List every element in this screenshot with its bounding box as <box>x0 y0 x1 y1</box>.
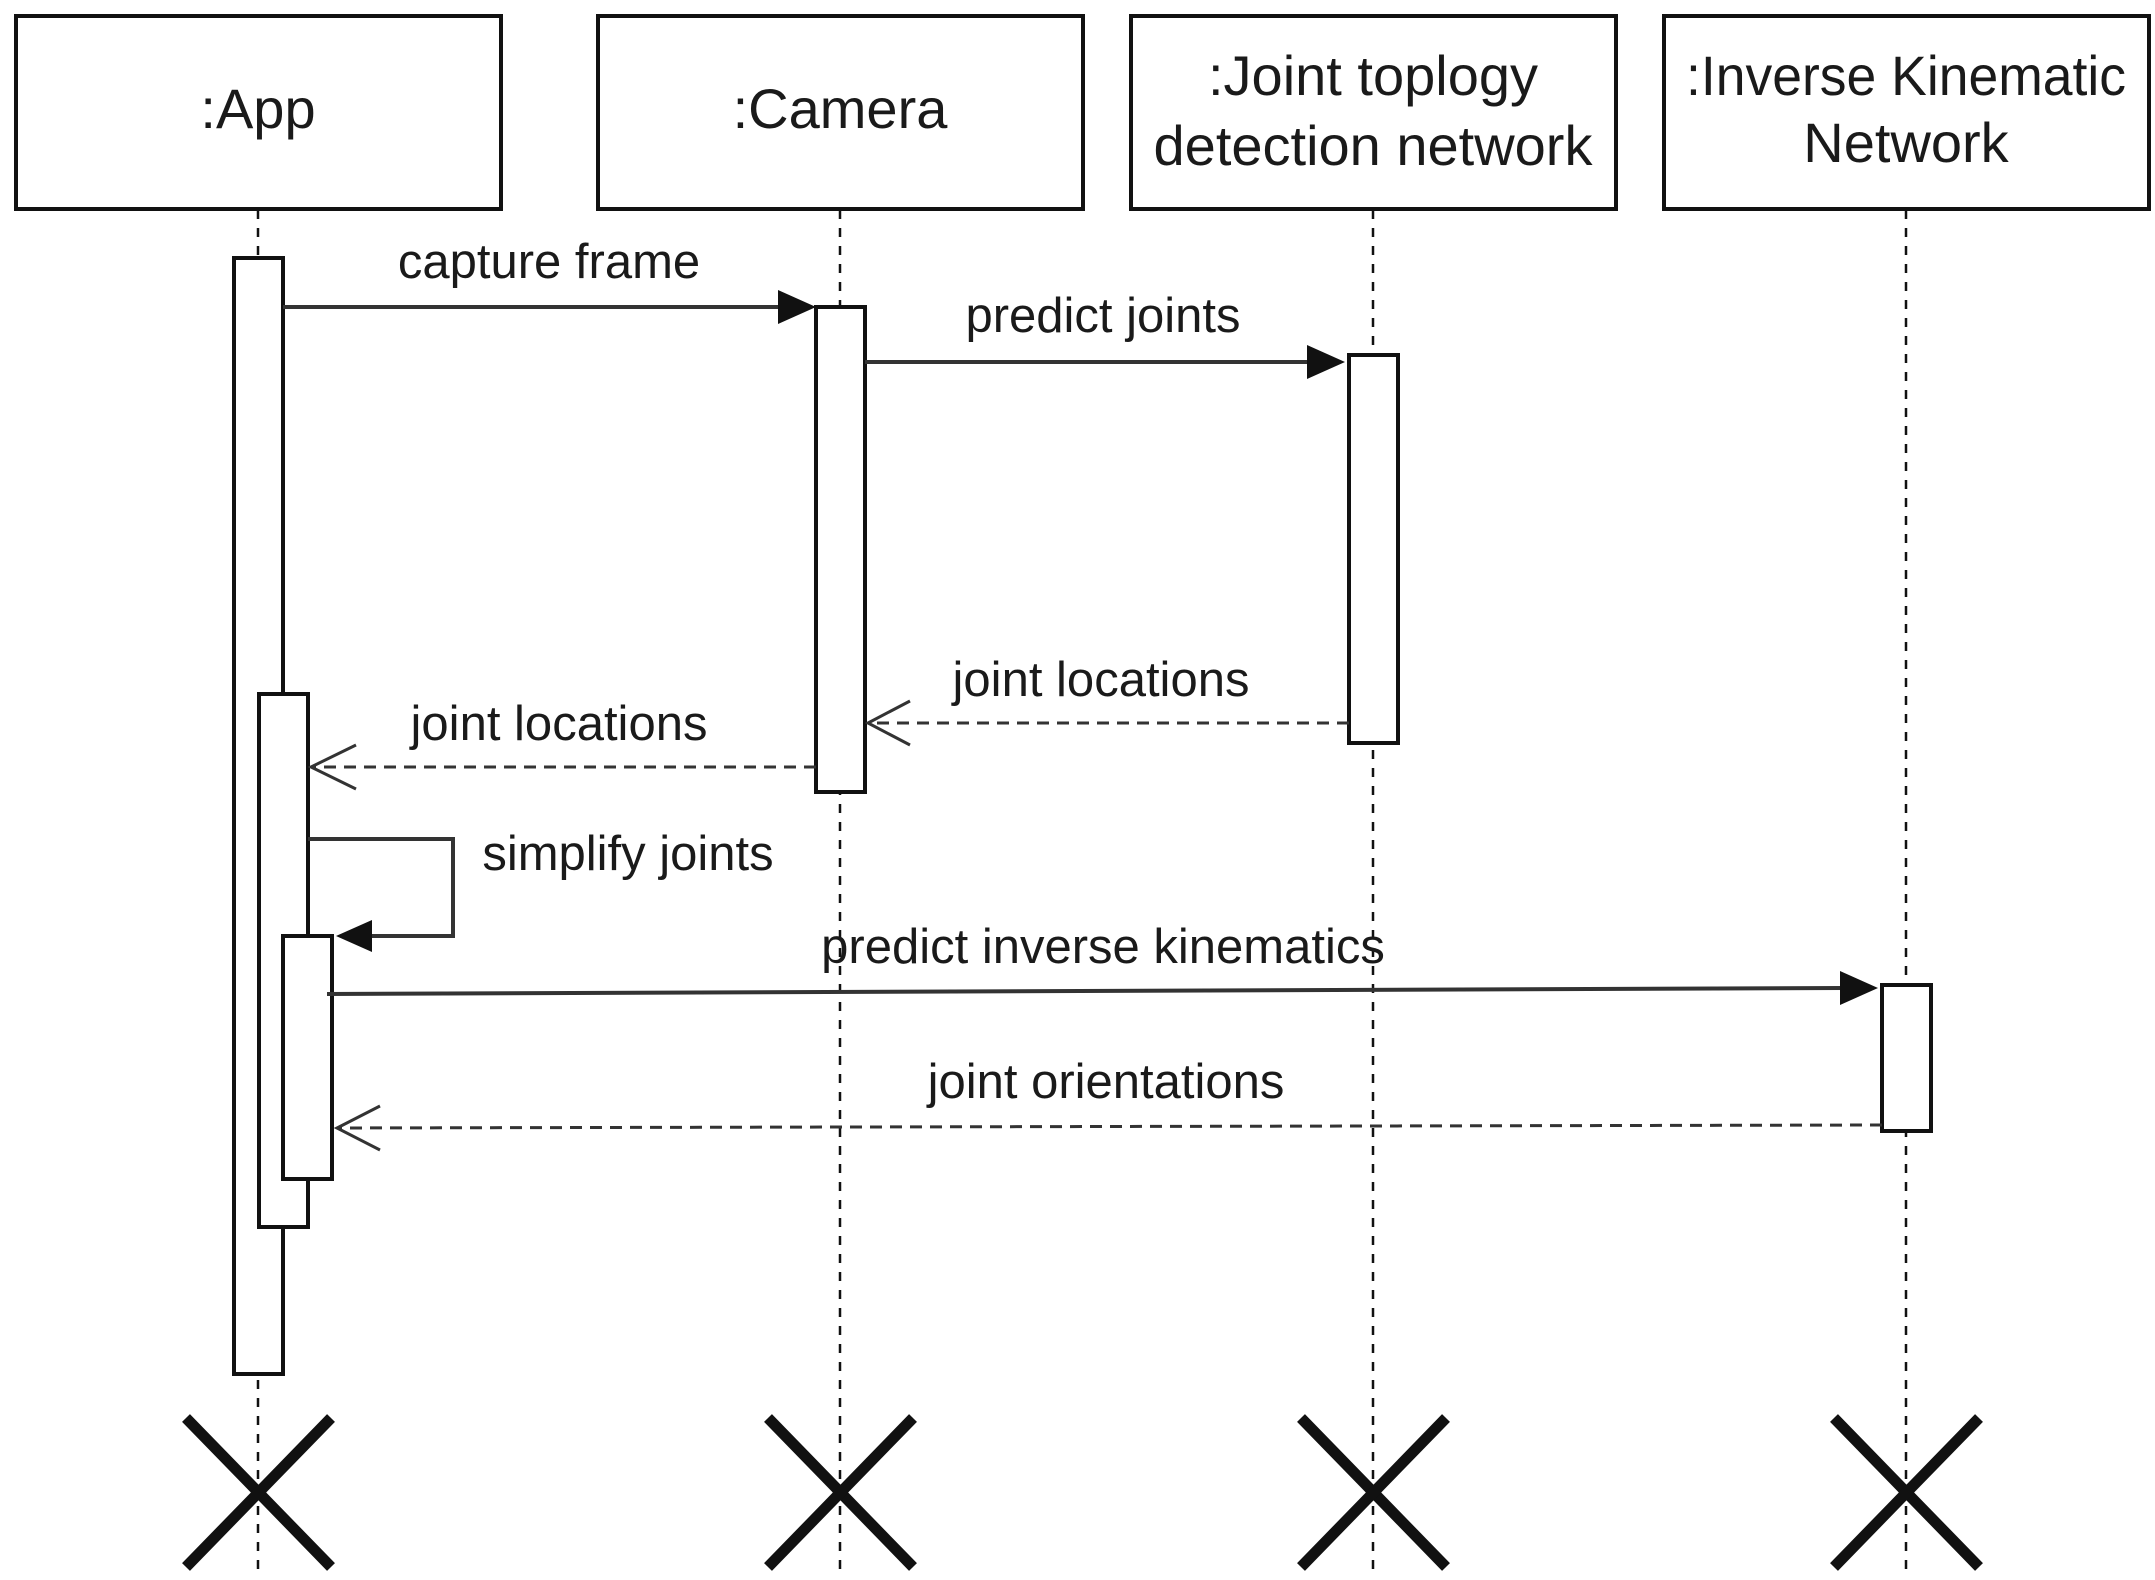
participant-camera: :Camera <box>596 14 1085 211</box>
participant-ik-net-label-line2: Network <box>1803 111 2009 174</box>
message-joint-locations-1-label: joint locations <box>951 653 1250 707</box>
message-simplify-joints: simplify joints <box>308 827 774 952</box>
participant-camera-label: :Camera <box>733 77 949 140</box>
message-joint-orientations-label: joint orientations <box>926 1055 1285 1109</box>
destroy-ik-net-icon <box>1830 1414 1983 1571</box>
message-joint-locations-2: joint locations <box>307 697 816 791</box>
message-predict-joints-label: predict joints <box>965 289 1240 343</box>
destroy-camera-icon <box>764 1414 917 1571</box>
message-joint-locations-1: joint locations <box>864 653 1349 747</box>
message-capture-frame: capture frame <box>283 235 816 324</box>
destroy-joint-net-icon <box>1297 1414 1450 1571</box>
destroy-app-icon <box>182 1414 335 1571</box>
message-joint-orientations: joint orientations <box>333 1055 1883 1152</box>
message-simplify-joints-label: simplify joints <box>482 827 773 881</box>
message-predict-ik: predict inverse kinematics <box>326 920 1878 1005</box>
message-joint-locations-2-label: joint locations <box>409 697 708 751</box>
activation-camera <box>814 305 867 794</box>
participant-ik-net-label-line1: :Inverse Kinematic <box>1686 44 2126 107</box>
participant-joint-net: :Joint toplogy detection network <box>1129 14 1618 211</box>
participant-joint-net-label-line1: :Joint toplogy <box>1208 44 1538 107</box>
participant-app-label: :App <box>200 77 315 140</box>
participant-ik-net: :Inverse Kinematic Network <box>1662 14 2151 211</box>
message-predict-ik-label: predict inverse kinematics <box>821 920 1385 974</box>
message-capture-frame-label: capture frame <box>398 235 700 289</box>
participant-joint-net-label-line2: detection network <box>1154 114 1594 177</box>
message-predict-joints: predict joints <box>865 289 1345 379</box>
activation-app-self <box>281 934 334 1181</box>
participant-app: :App <box>14 14 503 211</box>
activation-ik-net <box>1880 983 1933 1133</box>
activation-joint-net <box>1347 353 1400 745</box>
